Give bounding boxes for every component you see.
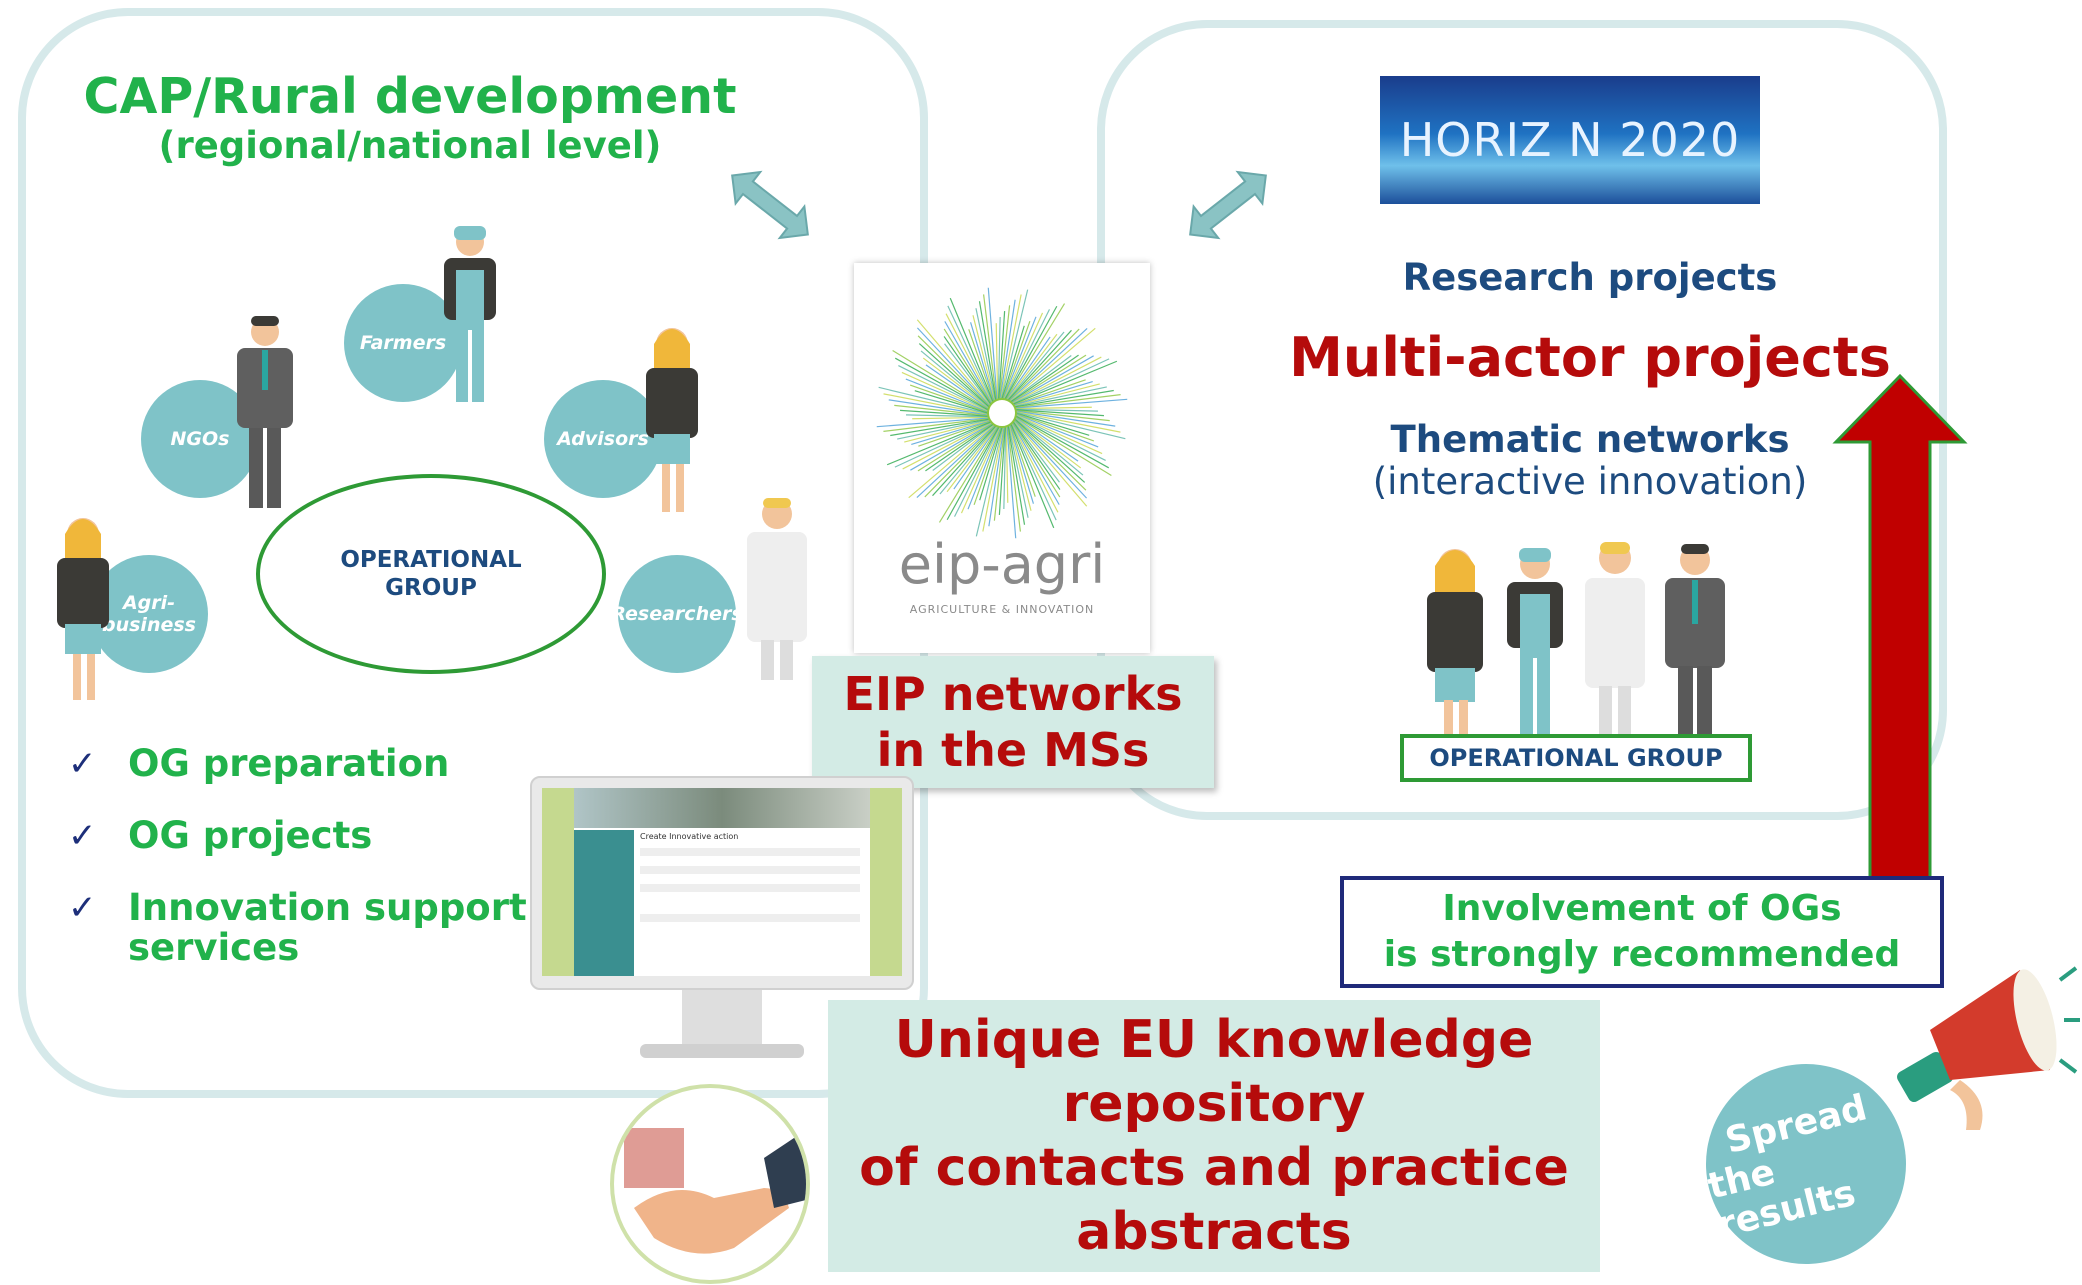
repository-line-3: of contacts and practice <box>859 1138 1569 1198</box>
eip-networks-box: EIP networks in the MSs <box>812 656 1214 788</box>
businessman-person-icon <box>1665 544 1725 740</box>
eip-networks-line-1: EIP networks <box>843 667 1183 721</box>
left-panel-title: CAP/Rural development <box>83 68 737 125</box>
operational-group-label-1: OPERATIONAL <box>340 547 522 573</box>
monitor-base <box>640 1044 804 1058</box>
multi-actor-projects-title: Multi-actor projects <box>1289 326 1891 389</box>
monitor: Create Innovative action <box>530 776 914 1076</box>
actor-researchers-label: Researchers <box>611 603 743 625</box>
checklist-label: OG preparation <box>128 742 450 785</box>
checklist-label: Innovation support <box>128 886 527 929</box>
monitor-screen-banner <box>574 788 870 828</box>
monitor-screen-field <box>640 866 860 874</box>
operational-group-ellipse: OPERATIONAL GROUP <box>256 474 606 674</box>
eip-agri-logo-name: eip-agri <box>898 533 1106 596</box>
eip-networks-line-2: in the MSs <box>876 723 1150 777</box>
eip-agri-logo-tagline: AGRICULTURE & INNOVATION <box>909 603 1095 616</box>
actor-farmers-label: Farmers <box>359 332 447 354</box>
handshake-circle <box>610 1084 810 1284</box>
eip-agri-logo: eip-agri AGRICULTURE & INNOVATION <box>854 263 1150 653</box>
double-arrow-left-icon <box>731 170 809 240</box>
horizon-logo-text: HORIZ N 2020 <box>1399 113 1741 167</box>
checkmark-icon: ✓ <box>68 816 97 856</box>
operational-group-box-label: OPERATIONAL GROUP <box>1429 744 1723 772</box>
double-arrow-right-icon <box>1189 170 1267 240</box>
checkmark-icon: ✓ <box>68 888 97 928</box>
actor-agribusiness: Agri- business <box>90 555 208 673</box>
farmer-person-icon <box>1507 548 1563 740</box>
involvement-box: Involvement of OGs is strongly recommend… <box>1340 876 1944 988</box>
involvement-line-2: is strongly recommended <box>1383 934 1901 975</box>
monitor-screen-page: Create Innovative action <box>574 788 870 976</box>
repository-box: Unique EU knowledge repository of contac… <box>828 1000 1600 1272</box>
checkmark-icon: ✓ <box>68 744 97 784</box>
handshake-icon <box>624 1128 806 1254</box>
researcher-person-icon <box>1585 542 1645 740</box>
actor-agribusiness-label-1: Agri- <box>122 592 176 614</box>
checklist-item: ✓ Innovation support services <box>68 888 527 968</box>
checklist-label: OG projects <box>128 814 373 857</box>
actor-researchers: Researchers <box>611 555 743 673</box>
actor-farmers: Farmers <box>344 284 462 402</box>
actor-agribusiness-label-2: business <box>102 614 196 636</box>
people-figures-left <box>57 226 807 700</box>
horizon-2020-logo: HORIZ N 2020 <box>1380 76 1760 204</box>
interactive-innovation-label: (interactive innovation) <box>1372 460 1808 503</box>
people-figures-right <box>1427 542 1725 740</box>
repository-line-1: Unique EU knowledge <box>894 1010 1534 1070</box>
advisor-person-icon <box>646 328 698 512</box>
checklist-item: ✓ OG preparation <box>68 742 450 785</box>
megaphone-icon <box>1897 966 2080 1130</box>
agribusiness-person-icon <box>57 518 109 700</box>
ngo-person-icon <box>237 316 293 508</box>
monitor-stand <box>682 990 762 1046</box>
actor-ngos: NGOs <box>141 380 259 498</box>
researcher-person-icon <box>747 498 807 680</box>
checklist-label: services <box>128 926 300 969</box>
monitor-screen: Create Innovative action <box>542 788 902 976</box>
actor-advisors: Advisors <box>544 380 662 498</box>
thematic-networks-label: Thematic networks <box>1390 418 1790 461</box>
monitor-screen-sidebar <box>574 830 634 976</box>
repository-line-2: repository <box>1062 1074 1366 1134</box>
red-up-arrow <box>1832 373 1968 880</box>
actor-advisors-label: Advisors <box>557 428 649 450</box>
monitor-screen-field <box>640 884 860 892</box>
monitor-screen-title: Create Innovative action <box>640 832 739 841</box>
actor-ngos-label: NGOs <box>170 428 230 450</box>
operational-group-box: OPERATIONAL GROUP <box>1400 734 1752 782</box>
monitor-screen-field <box>640 914 860 922</box>
involvement-line-1: Involvement of OGs <box>1442 888 1842 929</box>
operational-group-label-2: GROUP <box>385 575 477 601</box>
woman-person-icon <box>1427 549 1483 740</box>
research-projects-label: Research projects <box>1402 256 1778 299</box>
eip-agri-burst-icon <box>876 287 1128 539</box>
farmer-person-icon <box>444 226 496 402</box>
left-panel-subtitle: (regional/national level) <box>158 124 662 167</box>
monitor-screen-field <box>640 848 860 856</box>
repository-line-4: abstracts <box>1076 1202 1352 1262</box>
checklist-item: ✓ OG projects <box>68 814 373 857</box>
